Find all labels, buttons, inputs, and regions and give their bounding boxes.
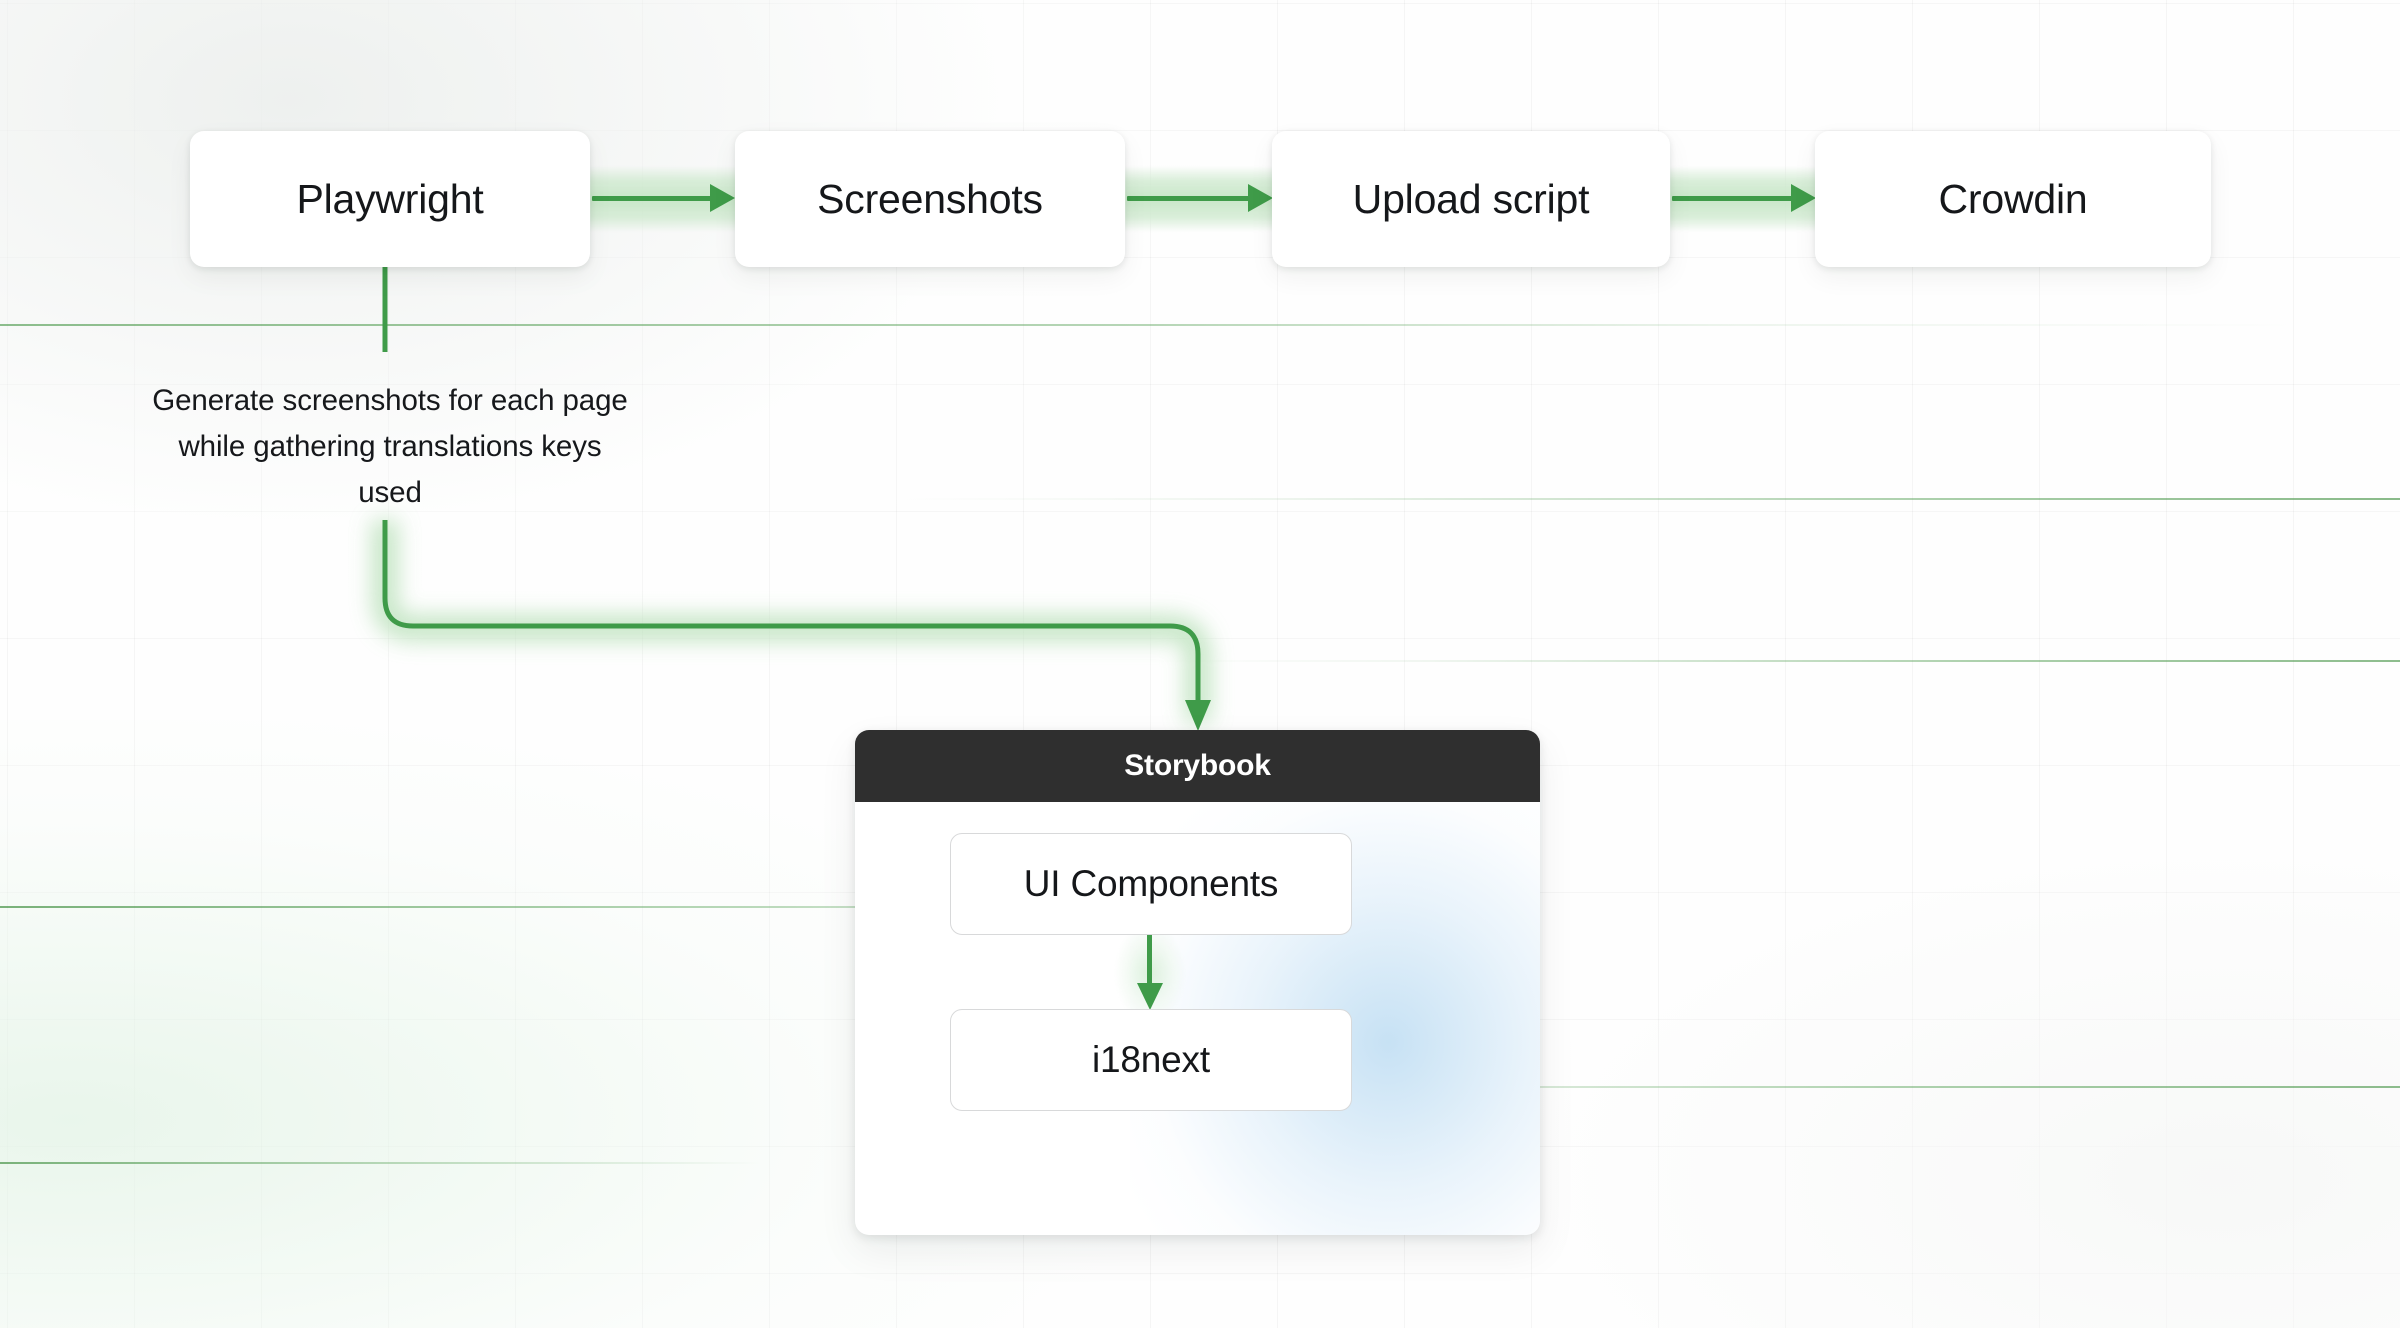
storybook-title-text: Storybook [1124,749,1271,782]
branch-annotation-text: Generate screenshots for each page while… [152,384,628,509]
node-playwright[interactable]: Playwright [190,131,590,267]
arrow-head [1248,184,1273,212]
node-label: Screenshots [817,175,1043,222]
storybook-panel[interactable]: Storybook UI Components i18next [855,730,1540,1235]
arrow-right-icon [1670,166,1818,232]
arrow-shaft [1127,196,1252,201]
arrow-shaft [1672,196,1795,201]
arrow-down-icon [1115,923,1185,1023]
node-label: Playwright [296,175,484,222]
arrow-right-icon [1125,166,1275,232]
node-crowdin[interactable]: Crowdin [1815,131,2211,267]
node-label: Upload script [1352,175,1590,222]
node-upload-script[interactable]: Upload script [1272,131,1670,267]
arrow-head [1791,184,1816,212]
node-ui-components[interactable]: UI Components [950,833,1352,935]
arrow-head [710,184,735,212]
node-label: Crowdin [1938,175,2088,222]
node-label: i18next [1092,1039,1210,1080]
arrow-shaft [592,196,714,201]
storybook-panel-title: Storybook [855,730,1540,802]
arrow-shaft [1147,933,1152,987]
node-label: UI Components [1023,863,1279,904]
arrow-right-icon [590,166,737,232]
arrow-head [1137,983,1163,1010]
node-i18next[interactable]: i18next [950,1009,1352,1111]
storybook-panel-body: UI Components i18next [855,772,1540,1235]
node-screenshots[interactable]: Screenshots [735,131,1125,267]
